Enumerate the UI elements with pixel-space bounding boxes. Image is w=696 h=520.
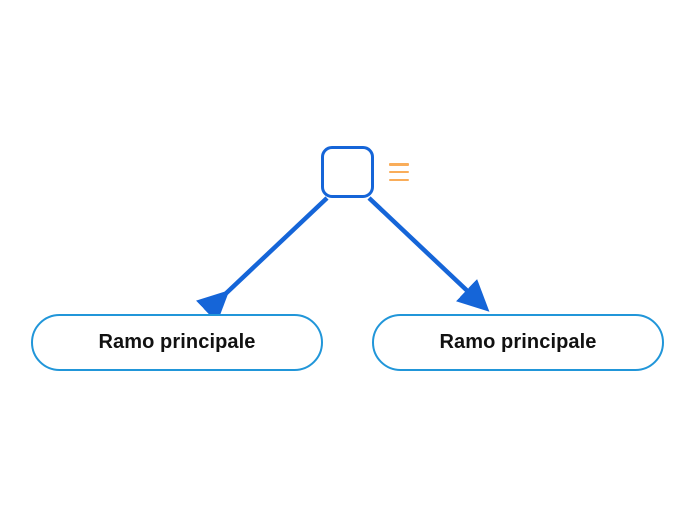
branch-node-left[interactable]: Ramo principale <box>31 314 323 371</box>
branch-node-label: Ramo principale <box>439 331 597 353</box>
branch-node-label: Ramo principale <box>98 331 256 353</box>
root-node[interactable] <box>321 146 374 198</box>
menu-icon-line-3 <box>389 178 409 181</box>
menu-icon-line-1 <box>389 163 409 166</box>
branch-node-right[interactable]: Ramo principale <box>372 314 664 371</box>
hamburger-menu-icon[interactable] <box>389 163 409 181</box>
menu-icon-line-2 <box>389 170 409 174</box>
connector-root-to-branch-left <box>196 196 329 323</box>
connector-root-to-branch-right <box>367 196 490 312</box>
